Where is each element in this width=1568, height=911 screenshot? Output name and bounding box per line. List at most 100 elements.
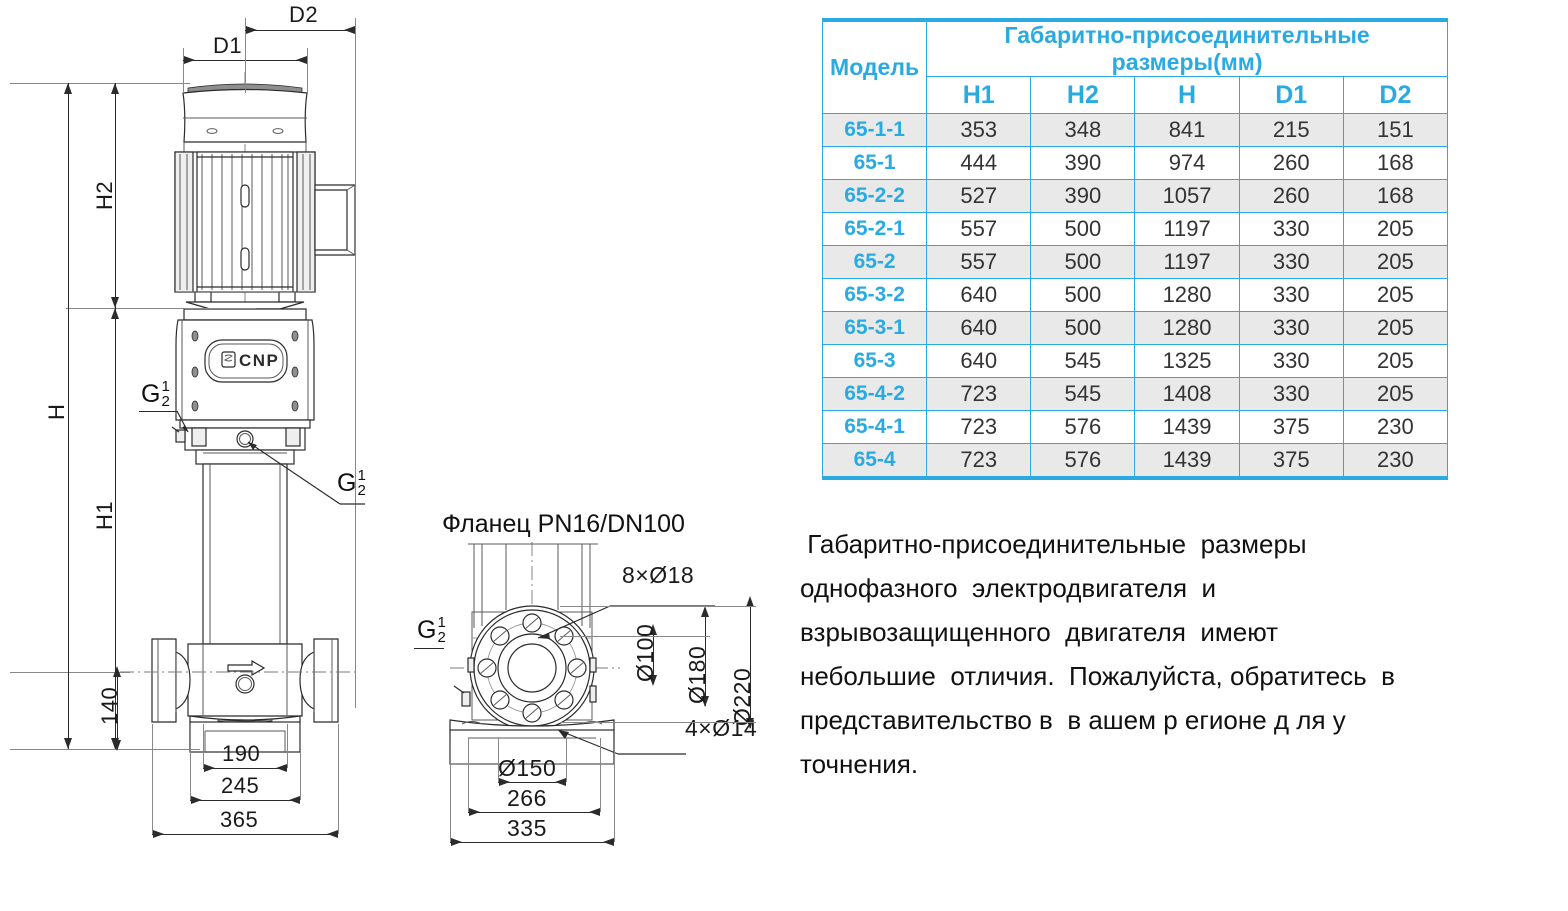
ext-266-r: [600, 738, 601, 812]
dim-line-h1: [115, 308, 116, 749]
cell-model: 65-3: [821, 344, 928, 378]
cell-h: 1439: [1134, 410, 1240, 444]
leader-bolt-holes: [537, 605, 715, 639]
header-h1: H1: [926, 76, 1032, 114]
label-bolt-holes: 8×Ø18: [622, 562, 695, 588]
dimensions-table: Модель Габаритно-присоединительные разме…: [821, 18, 1449, 480]
cell-h2: 500: [1030, 212, 1136, 246]
cell-d2: 205: [1342, 377, 1449, 411]
dim-label-d2: D2: [289, 2, 319, 27]
cell-h1: 640: [926, 311, 1032, 345]
cell-model: 65-1: [821, 146, 928, 180]
arrow-140-bottom: [113, 740, 121, 751]
cell-model: 65-2: [821, 245, 928, 279]
table-head: Модель Габаритно-присоединительные разме…: [821, 18, 1449, 114]
cell-h: 1325: [1134, 344, 1240, 378]
dim-line-bolt-circle: [705, 610, 706, 706]
cell-h2: 348: [1030, 113, 1136, 147]
cell-d1: 330: [1238, 311, 1344, 345]
ext-flange-top: [560, 606, 756, 607]
table-head-row-1: Модель Габаритно-присоединительные разме…: [821, 18, 1448, 114]
g-numerator: 1: [161, 378, 170, 395]
cell-h2: 545: [1030, 377, 1136, 411]
cell-d1: 330: [1238, 278, 1344, 312]
cell-h1: 723: [926, 443, 1032, 480]
dim-line-bore: [653, 628, 654, 684]
dim-line-190: [203, 768, 287, 769]
g-symbol-3: G: [417, 615, 437, 644]
cell-model: 65-3-2: [821, 278, 928, 312]
drain-plug-upper: [171, 426, 186, 443]
cell-h1: 723: [926, 410, 1032, 444]
dim-label-150: Ø150: [498, 755, 557, 781]
g-denominator-2: 2: [357, 482, 366, 500]
ext-line-d2-right: [355, 18, 356, 708]
arrow-190-r: [276, 764, 287, 772]
cell-h2: 576: [1030, 410, 1136, 444]
note-line: небольшие отличия. Пожалуйста, обратитес…: [800, 661, 1395, 691]
leader-g-upper-h: [139, 411, 177, 412]
cell-model: 65-3-1: [821, 311, 928, 345]
dim-label-h1: H1: [92, 500, 117, 530]
cell-h1: 557: [926, 212, 1032, 246]
pump-elevation-drawing: CNP: [0, 0, 420, 880]
g-symbol-2: G: [337, 468, 357, 497]
cell-d1: 330: [1238, 245, 1344, 279]
g-denominator-3: 2: [437, 629, 446, 647]
arrow-245-r: [289, 796, 300, 804]
arrow-266-l: [469, 808, 480, 816]
dim-label-h: H: [44, 403, 69, 420]
cell-d1: 330: [1238, 212, 1344, 246]
cell-model: 65-4-1: [821, 410, 928, 444]
cell-h: 974: [1134, 146, 1240, 180]
cell-d1: 375: [1238, 443, 1344, 480]
cell-d2: 168: [1342, 179, 1449, 213]
cell-d1: 330: [1238, 344, 1344, 378]
cell-h1: 444: [926, 146, 1032, 180]
arrow-190-l: [204, 764, 215, 772]
arrow-335-r: [603, 838, 614, 846]
ext-245-r: [300, 724, 301, 800]
cell-d2: 151: [1342, 113, 1449, 147]
dim-label-245: 245: [221, 773, 260, 798]
cell-h: 1408: [1134, 377, 1240, 411]
cell-h1: 723: [926, 377, 1032, 411]
header-span: Габаритно-присоединительные размеры(мм): [926, 18, 1448, 77]
cell-h1: 557: [926, 245, 1032, 279]
dim-label-266: 266: [507, 785, 547, 811]
cell-d2: 230: [1342, 443, 1449, 480]
dim-line-d2: [245, 30, 355, 31]
dim-line-140: [117, 672, 118, 749]
svg-text:CNP: CNP: [239, 351, 279, 370]
cell-d2: 205: [1342, 278, 1449, 312]
flange-drain-plug: [453, 685, 471, 707]
arrow-d1-left: [184, 56, 195, 64]
ext-line-h2-bottom: [66, 308, 256, 309]
dim-label-d1: D1: [213, 33, 243, 58]
note-line: представительство в в ашем р егионе д ля…: [800, 705, 1346, 735]
arrow-outer-bottom: [746, 718, 754, 729]
arrow-365-l: [153, 830, 164, 838]
arrow-245-l: [191, 796, 202, 804]
ext-266-l: [468, 738, 469, 812]
ext-line-base-center: [10, 672, 130, 673]
header-h2: H2: [1030, 76, 1136, 114]
cell-h1: 640: [926, 344, 1032, 378]
arrow-335-l: [451, 838, 462, 846]
ext-flange-bottom: [560, 722, 756, 723]
leader-flange-g-h: [414, 648, 444, 649]
cell-d2: 205: [1342, 212, 1449, 246]
arrow-d1-right: [296, 56, 307, 64]
dim-line-335: [450, 842, 614, 843]
ext-190-l: [203, 724, 204, 768]
dim-line-365: [152, 834, 338, 835]
cell-h: 1439: [1134, 443, 1240, 480]
